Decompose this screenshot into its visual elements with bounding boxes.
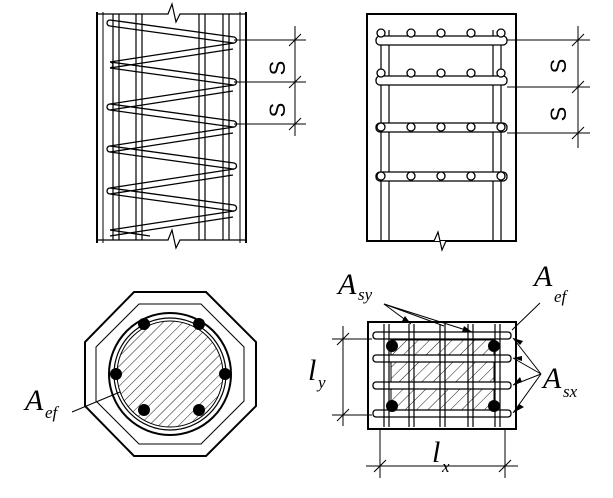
spacing-label-3: S bbox=[546, 59, 571, 74]
spacing-label-2: S bbox=[265, 103, 290, 118]
spiral-column-elevation bbox=[96, 1, 306, 250]
tied-column-section bbox=[332, 302, 542, 478]
a-ef-label-left: A bbox=[23, 384, 44, 417]
corner-bars bbox=[386, 340, 500, 412]
tied-column-elevation bbox=[366, 13, 590, 252]
spiral-column-section bbox=[71, 291, 257, 457]
a-ef-sub-right: ef bbox=[554, 287, 569, 306]
l-y-sub: y bbox=[316, 373, 326, 392]
spiral-hoops bbox=[106, 19, 238, 237]
a-sy-label: A bbox=[336, 268, 357, 301]
a-ef-label-right: A bbox=[532, 260, 553, 293]
l-x-label: l bbox=[432, 436, 440, 469]
longitudinal-bars-circular bbox=[110, 318, 231, 416]
a-sy-sub: sy bbox=[358, 285, 373, 304]
a-sx-label: A bbox=[541, 362, 562, 395]
l-y-label: l bbox=[308, 354, 316, 387]
spacing-label-4: S bbox=[546, 107, 571, 122]
spacing-label-1: S bbox=[265, 61, 290, 76]
a-sx-sub: sx bbox=[563, 382, 578, 401]
ties bbox=[375, 35, 508, 182]
l-x-sub: x bbox=[441, 457, 450, 476]
a-ef-sub-left: ef bbox=[45, 403, 60, 422]
